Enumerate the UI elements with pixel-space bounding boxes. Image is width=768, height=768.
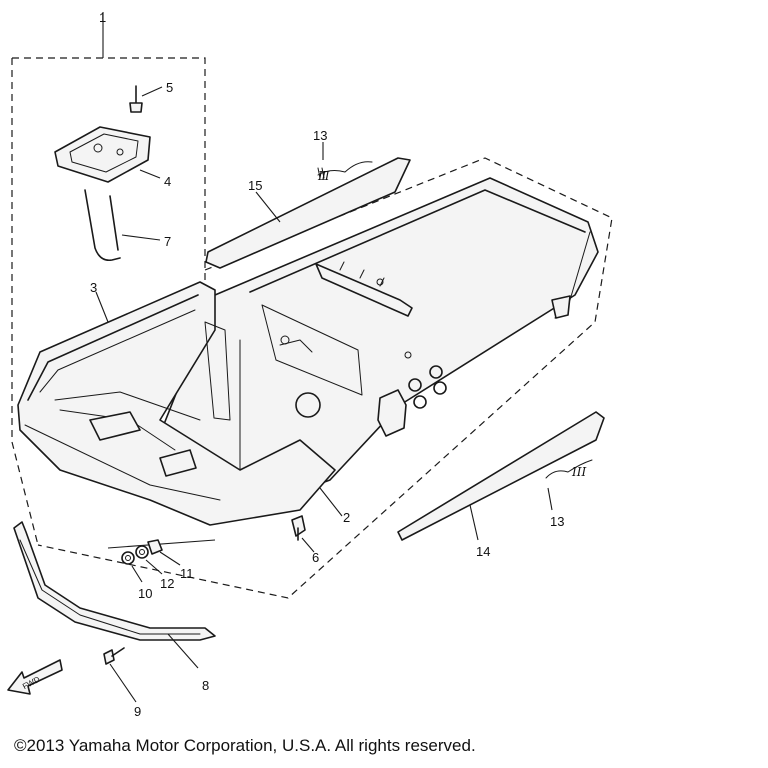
part-5-bolt bbox=[129, 85, 163, 113]
part-8-bumper bbox=[13, 521, 216, 669]
part-3-lower-pan bbox=[17, 281, 336, 526]
callout-15: 15 bbox=[248, 178, 262, 193]
callout-5: 5 bbox=[166, 80, 173, 95]
group-box-part-1 bbox=[11, 12, 206, 442]
parts-10-12-hardware bbox=[107, 539, 216, 583]
callout-9: 9 bbox=[134, 704, 141, 719]
callout-labels: 1 5 4 7 3 13 15 2 6 11 12 10 14 13 8 9 bbox=[90, 10, 564, 719]
callout-6: 6 bbox=[312, 550, 319, 565]
part-6-rivet bbox=[291, 515, 315, 553]
callout-10: 10 bbox=[138, 586, 152, 601]
callout-12: 12 bbox=[160, 576, 174, 591]
callout-13a: 13 bbox=[313, 128, 327, 143]
callout-7: 7 bbox=[164, 234, 171, 249]
callout-2: 2 bbox=[343, 510, 350, 525]
callout-8: 8 bbox=[202, 678, 209, 693]
part-13-emblem-top bbox=[317, 142, 373, 179]
part-4-bracket bbox=[54, 126, 161, 183]
callout-1: 1 bbox=[99, 10, 106, 25]
part-13-emblem-side bbox=[545, 459, 593, 511]
callout-11: 11 bbox=[180, 566, 194, 581]
callout-13b: 13 bbox=[550, 514, 564, 529]
fwd-arrow-icon bbox=[7, 659, 63, 695]
callout-14: 14 bbox=[476, 544, 490, 559]
part-9-screw bbox=[103, 647, 137, 703]
emblem-top-text: Ⅲ bbox=[317, 169, 330, 183]
part-7-ubolt bbox=[84, 189, 161, 262]
copyright-notice: ©2013 Yamaha Motor Corporation, U.S.A. A… bbox=[14, 736, 476, 755]
part-15-seat-strip bbox=[205, 157, 411, 269]
emblem-side-text: III bbox=[571, 465, 586, 479]
callout-3: 3 bbox=[90, 280, 97, 295]
callout-4: 4 bbox=[164, 174, 171, 189]
assembly-outline bbox=[11, 157, 613, 599]
part-14-side-stripe bbox=[397, 411, 605, 541]
